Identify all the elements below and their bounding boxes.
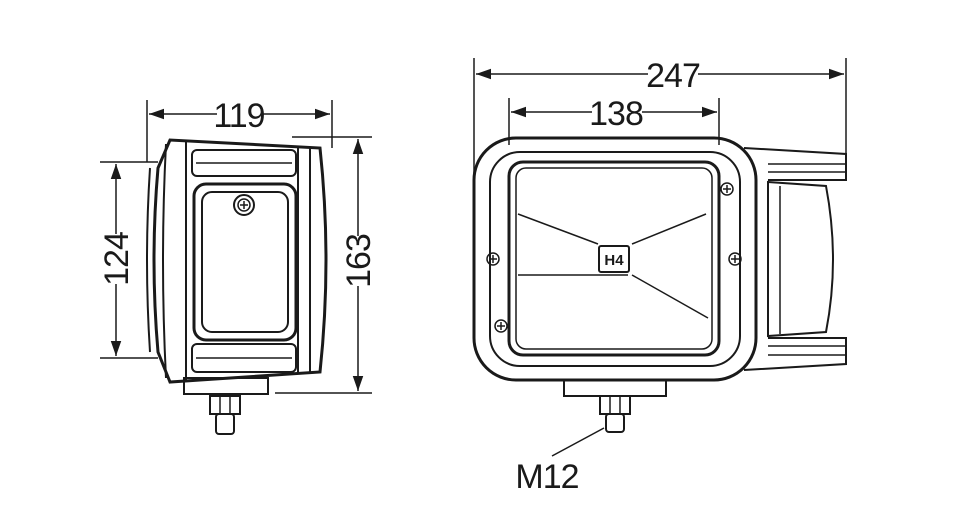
bulb-type-badge bbox=[598, 245, 630, 273]
front-view: 247 138 H4 bbox=[472, 56, 847, 496]
side-view: 119 124 163 bbox=[98, 96, 378, 435]
thread-label: M12 bbox=[515, 458, 578, 496]
front-screw-icon bbox=[486, 182, 742, 333]
dim-119-label: 119 bbox=[213, 97, 264, 135]
front-bolt-nut bbox=[599, 395, 631, 415]
dim-124-label: 124 bbox=[98, 232, 136, 286]
dim-138-label: 138 bbox=[589, 95, 643, 133]
side-bolt-thread bbox=[215, 413, 235, 435]
thread-leader-line bbox=[551, 427, 605, 457]
side-screw-icon bbox=[233, 194, 255, 216]
bulb-type-label: H4 bbox=[604, 252, 624, 269]
front-bolt-thread bbox=[605, 413, 625, 433]
dim-163-label: 163 bbox=[340, 234, 378, 288]
dim-247-label: 247 bbox=[646, 57, 700, 95]
side-bolt-nut bbox=[209, 395, 241, 415]
